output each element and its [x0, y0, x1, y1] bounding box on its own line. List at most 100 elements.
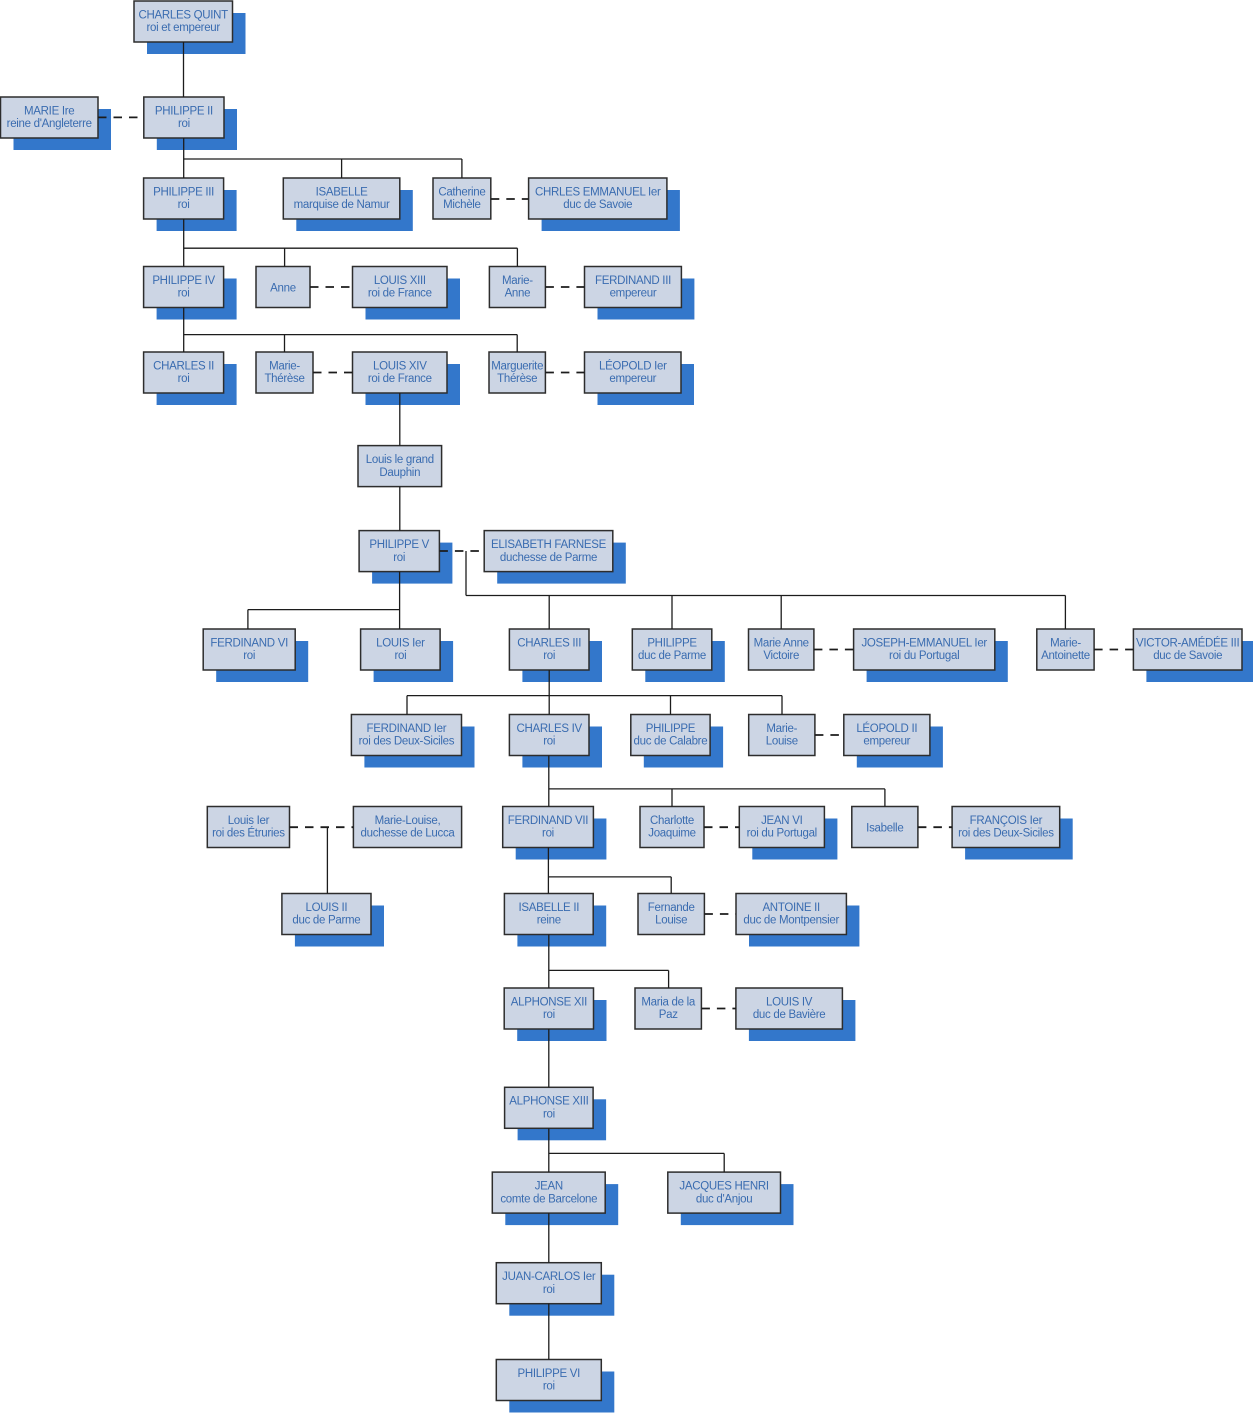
svg-text:roi: roi [178, 373, 190, 385]
svg-text:JACQUES HENRI: JACQUES HENRI [679, 1181, 768, 1193]
svg-text:PHILIPPE V: PHILIPPE V [369, 539, 429, 551]
svg-text:roi des Deux-Siciles: roi des Deux-Siciles [359, 736, 455, 748]
svg-text:FRANÇOIS Ier: FRANÇOIS Ier [970, 815, 1043, 827]
svg-text:ANTOINE II: ANTOINE II [762, 902, 820, 914]
svg-text:LOUIS IV: LOUIS IV [766, 996, 813, 1008]
svg-text:reine d'Angleterre: reine d'Angleterre [7, 118, 92, 130]
svg-text:Anne: Anne [270, 283, 296, 295]
svg-text:CHARLES QUINT: CHARLES QUINT [138, 9, 228, 21]
svg-text:JEAN: JEAN [535, 1181, 563, 1193]
svg-text:LÉOPOLD II: LÉOPOLD II [856, 722, 917, 735]
svg-text:empereur: empereur [610, 288, 657, 300]
svg-text:CHARLES II: CHARLES II [153, 360, 214, 372]
svg-text:roi: roi [178, 118, 190, 130]
svg-text:Marie Anne: Marie Anne [754, 637, 809, 649]
svg-text:LOUIS XIV: LOUIS XIV [373, 360, 427, 372]
svg-text:LOUIS Ier: LOUIS Ier [376, 637, 425, 649]
svg-text:duchesse de Parme: duchesse de Parme [500, 552, 597, 564]
svg-text:duc de Montpensier: duc de Montpensier [743, 915, 839, 927]
svg-text:roi de France: roi de France [368, 373, 432, 385]
svg-text:Louise: Louise [655, 915, 687, 927]
svg-text:roi: roi [243, 650, 255, 662]
svg-text:Marie-: Marie- [502, 275, 533, 287]
svg-text:FERDINAND VII: FERDINAND VII [508, 815, 589, 827]
svg-text:Isabelle: Isabelle [866, 823, 903, 835]
svg-text:PHILIPPE: PHILIPPE [647, 637, 697, 649]
svg-text:duc de Calabre: duc de Calabre [634, 736, 708, 748]
svg-text:CHRLES EMMANUEL Ier: CHRLES EMMANUEL Ier [535, 186, 661, 198]
svg-text:roi: roi [543, 1381, 555, 1393]
svg-text:comte de Barcelone: comte de Barcelone [500, 1193, 597, 1205]
svg-text:LOUIS II: LOUIS II [306, 902, 348, 914]
svg-text:roi de France: roi de France [368, 288, 432, 300]
svg-text:CHARLES III: CHARLES III [517, 637, 581, 649]
svg-text:VICTOR-AMÉDÉE III: VICTOR-AMÉDÉE III [1136, 636, 1239, 649]
svg-text:roi: roi [178, 199, 190, 211]
svg-text:duc de Savoie: duc de Savoie [1153, 650, 1222, 662]
svg-text:duchesse de Lucca: duchesse de Lucca [361, 828, 456, 840]
svg-text:Louise: Louise [766, 736, 798, 748]
svg-text:ISABELLE: ISABELLE [316, 186, 369, 198]
svg-text:FERDINAND VI: FERDINAND VI [210, 637, 288, 649]
svg-text:Catherine: Catherine [438, 186, 485, 198]
svg-text:ALPHONSE XIII: ALPHONSE XIII [509, 1096, 588, 1108]
svg-text:MARIE Ire: MARIE Ire [24, 105, 74, 117]
svg-text:LOUIS XIII: LOUIS XIII [374, 275, 426, 287]
svg-text:marquise de Namur: marquise de Namur [294, 199, 390, 211]
svg-text:PHILIPPE IV: PHILIPPE IV [152, 275, 215, 287]
svg-text:roi: roi [542, 828, 554, 840]
svg-text:Marie-Louise,: Marie-Louise, [375, 815, 441, 827]
svg-text:empereur: empereur [609, 373, 656, 385]
svg-text:roi: roi [178, 288, 190, 300]
svg-text:duc de Savoie: duc de Savoie [563, 199, 632, 211]
svg-text:Marie-: Marie- [1050, 637, 1081, 649]
svg-text:PHILIPPE II: PHILIPPE II [155, 105, 213, 117]
svg-text:JOSEPH-EMMANUEL Ier: JOSEPH-EMMANUEL Ier [861, 637, 987, 649]
svg-text:Marie-: Marie- [766, 723, 797, 735]
svg-text:roi du Portugal: roi du Portugal [889, 650, 959, 662]
svg-text:Thérèse: Thérèse [497, 373, 537, 385]
svg-text:Victoire: Victoire [763, 650, 799, 662]
svg-text:roi: roi [543, 650, 555, 662]
svg-text:Thérèse: Thérèse [264, 373, 304, 385]
svg-text:empereur: empereur [863, 736, 910, 748]
svg-text:roi des Deux-Siciles: roi des Deux-Siciles [958, 828, 1054, 840]
svg-text:ALPHONSE XII: ALPHONSE XII [511, 996, 587, 1008]
svg-text:JUAN-CARLOS Ier: JUAN-CARLOS Ier [502, 1271, 596, 1283]
svg-text:Michèle: Michèle [443, 199, 481, 211]
svg-text:roi: roi [543, 1009, 555, 1021]
svg-text:Louis le grand: Louis le grand [366, 454, 434, 466]
svg-text:roi: roi [393, 552, 405, 564]
svg-text:roi: roi [543, 736, 555, 748]
svg-text:Marguerite: Marguerite [491, 360, 543, 372]
svg-text:duc de Bavière: duc de Bavière [753, 1009, 826, 1021]
svg-text:Antoinette: Antoinette [1041, 650, 1090, 662]
svg-text:duc de Parme: duc de Parme [292, 915, 360, 927]
svg-text:duc de Parme: duc de Parme [638, 650, 706, 662]
svg-text:Joaquime: Joaquime [648, 828, 695, 840]
svg-text:roi: roi [543, 1284, 555, 1296]
svg-text:JEAN VI: JEAN VI [761, 815, 802, 827]
svg-text:ISABELLE II: ISABELLE II [518, 902, 579, 914]
svg-text:CHARLES IV: CHARLES IV [517, 723, 583, 735]
svg-text:Dauphin: Dauphin [379, 467, 420, 479]
svg-text:roi et empereur: roi et empereur [146, 22, 220, 34]
svg-text:Anne: Anne [505, 288, 531, 300]
svg-text:Paz: Paz [659, 1009, 678, 1021]
svg-text:Fernande: Fernande [648, 902, 695, 914]
svg-text:FERDINAND III: FERDINAND III [595, 275, 671, 287]
svg-text:PHILIPPE III: PHILIPPE III [153, 186, 214, 198]
svg-text:Charlotte: Charlotte [650, 815, 694, 827]
svg-text:PHILIPPE VI: PHILIPPE VI [518, 1368, 581, 1380]
svg-text:ELISABETH FARNESE: ELISABETH FARNESE [491, 539, 607, 551]
svg-text:roi du Portugal: roi du Portugal [747, 828, 817, 840]
svg-text:LÉOPOLD Ier: LÉOPOLD Ier [599, 359, 667, 372]
svg-text:Maria de la: Maria de la [641, 996, 695, 1008]
svg-text:roi: roi [543, 1109, 555, 1121]
svg-text:reine: reine [537, 915, 561, 927]
svg-text:Marie-: Marie- [269, 360, 300, 372]
svg-text:roi des Étruries: roi des Étruries [212, 827, 285, 840]
svg-text:Louis Ier: Louis Ier [228, 815, 270, 827]
svg-text:duc d'Anjou: duc d'Anjou [696, 1193, 752, 1205]
svg-text:roi: roi [394, 650, 406, 662]
